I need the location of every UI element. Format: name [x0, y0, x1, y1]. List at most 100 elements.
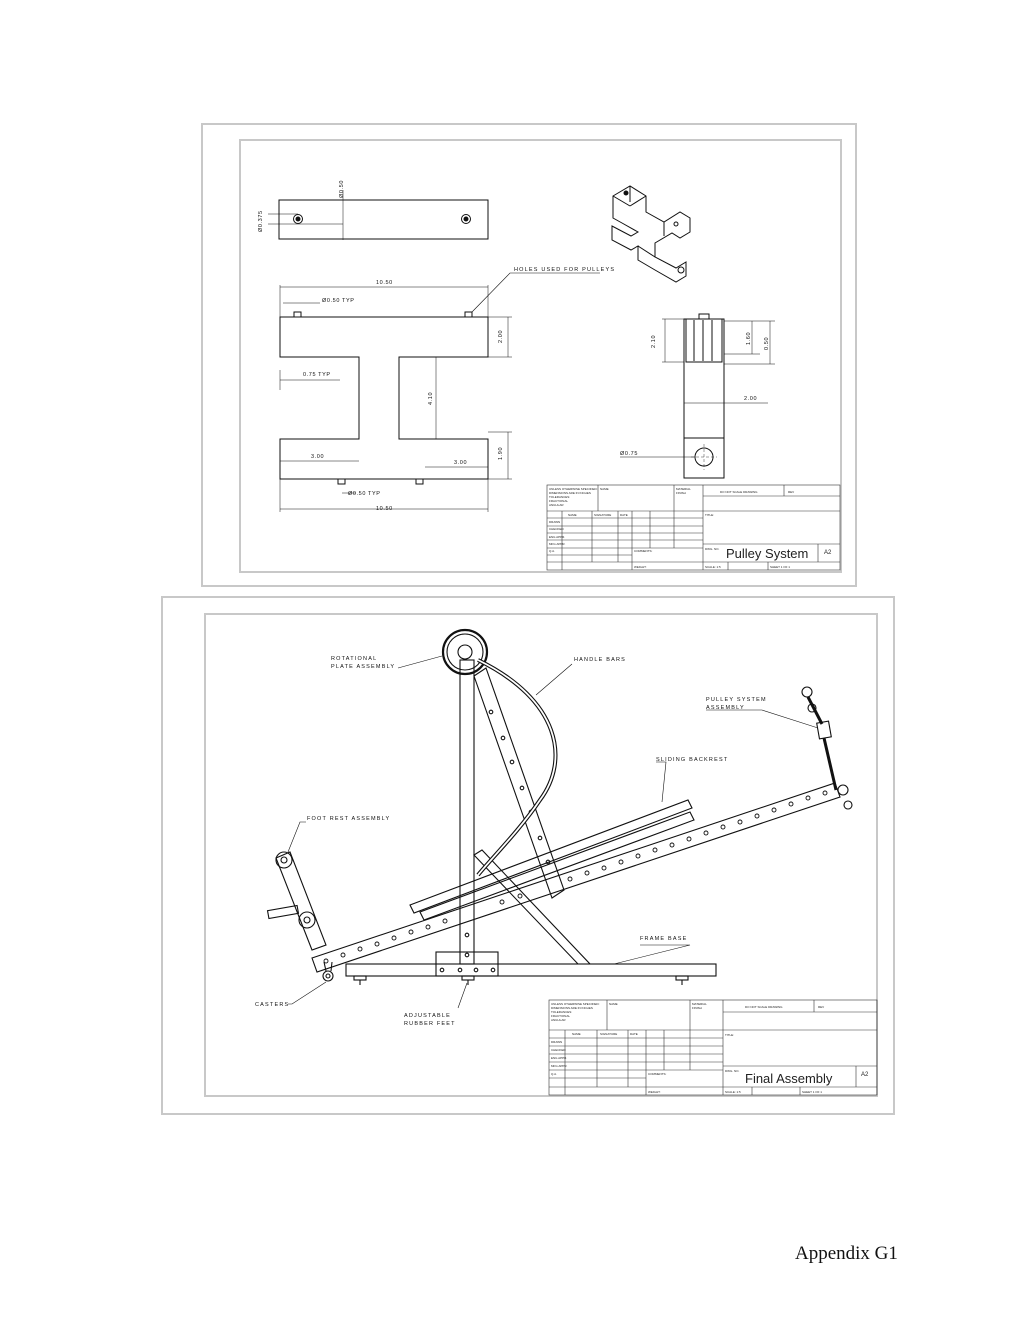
dim-label: 10.50: [376, 506, 393, 512]
tb-text: ENG APPR.: [551, 1056, 567, 1060]
tb-text: SIGNATURE: [600, 1032, 617, 1036]
drawing-title-pulley-system: Pulley System: [726, 546, 808, 561]
title-block-final-assembly: [548, 999, 878, 1096]
sheet-size: A2: [824, 550, 832, 556]
foot-rest-assembly: [275, 851, 327, 951]
dim-label: Ø0.50 TYP: [322, 298, 355, 304]
appendix-caption: Appendix G1: [795, 1243, 898, 1264]
tb-text: MATERIAL: [676, 487, 691, 491]
callout-pulley-system: ASSEMBLY: [706, 705, 745, 711]
rotational-plate: [441, 628, 489, 676]
callout-handle-bars: HANDLE BARS: [574, 657, 626, 663]
hole-left: [293, 214, 303, 224]
dim-label: 2.00: [744, 396, 757, 402]
pulley-tab-left: [293, 311, 302, 318]
tb-text: DRAWN: [551, 1040, 562, 1044]
pulley-assembly: [816, 720, 832, 740]
dim-label: 10.50: [376, 280, 393, 286]
callout-frame-base: FRAME BASE: [640, 936, 687, 942]
tb-text: UNLESS OTHERWISE SPECIFIED:: [549, 487, 598, 491]
tb-text: TOLERANCES:: [549, 495, 570, 499]
tb-text: WEIGHT:: [648, 1090, 661, 1094]
dim-label: 2.10: [651, 335, 657, 348]
tb-text: DWG. NO.: [705, 547, 719, 551]
pulley-tab-right: [464, 311, 473, 318]
tb-text: DATE: [620, 513, 628, 517]
gusset-plate: [435, 951, 499, 977]
tb-text: UNLESS OTHERWISE SPECIFIED:: [551, 1002, 600, 1006]
tb-text: ENG APPR.: [549, 535, 565, 539]
tb-text: REV: [818, 1005, 824, 1009]
dim-label: 2.00: [498, 330, 504, 343]
tb-text: REV: [788, 490, 794, 494]
frame-base: [345, 963, 717, 977]
callout-rotational-plate: ROTATIONAL: [331, 656, 377, 662]
callout-rotational-plate: PLATE ASSEMBLY: [331, 664, 395, 670]
dim-label: 1.60: [746, 332, 752, 345]
tb-text: SCALE: 1:5: [705, 565, 721, 569]
tb-text: SIGNATURE: [594, 513, 611, 517]
isometric-view: [611, 185, 691, 283]
tb-text: DWG. NO.: [725, 1069, 739, 1073]
dim-label: Ø0.375: [258, 210, 264, 232]
callout-rubber-feet: ADJUSTABLE: [404, 1013, 451, 1019]
title-block-pulley-system: [546, 484, 841, 571]
dim-label: 0.50: [764, 337, 770, 350]
tb-text: NAME: [609, 1002, 618, 1006]
tb-text: Q.A.: [551, 1072, 557, 1076]
tb-text: MATERIAL: [692, 1002, 707, 1006]
tb-text: DATE: [630, 1032, 638, 1036]
rubber-foot: [353, 975, 367, 981]
handle-bars: [476, 658, 558, 877]
dim-label: 3.00: [454, 460, 467, 466]
tb-text: SCALE: 1:5: [725, 1090, 741, 1094]
tb-text: COMMENTS:: [648, 1072, 666, 1076]
caster: [322, 970, 334, 982]
tb-text: FINISH: [692, 1006, 702, 1010]
tb-text: DIMENSIONS ARE IN INCHES: [551, 1006, 593, 1010]
inclined-beam: [311, 782, 841, 973]
tb-text: SHEET 1 OF 1: [802, 1090, 822, 1094]
callout-rubber-feet: RUBBER FEET: [404, 1021, 456, 1027]
tb-text: SHEET 1 OF 1: [770, 565, 790, 569]
dim-label: 0.75 TYP: [303, 372, 331, 378]
tb-text: FRACTIONAL: [549, 499, 568, 503]
tb-text: NAME: [568, 513, 577, 517]
callout-sliding-backrest: SLIDING BACKREST: [656, 757, 728, 763]
drawing-border-final-assembly: [204, 613, 878, 1097]
tb-text: ANGULAR: [549, 503, 564, 507]
tb-text: TITLE:: [705, 513, 714, 517]
tb-text: COMMENTS:: [634, 549, 652, 553]
tb-text: DO NOT SCALE DRAWING: [745, 1005, 783, 1009]
tb-text: FINISH: [676, 491, 686, 495]
drawing-sheet-final-assembly: [161, 596, 895, 1115]
tb-text: DO NOT SCALE DRAWING: [720, 490, 758, 494]
sliding-backrest: [409, 799, 693, 914]
tb-text: ANGULAR: [551, 1018, 566, 1022]
dim-label: Ø0.75: [620, 451, 638, 457]
tb-text: CHECKED: [549, 527, 565, 531]
tb-text: NAME: [600, 487, 609, 491]
tb-text: Q.A.: [549, 549, 555, 553]
sheet-size: A2: [861, 1072, 869, 1078]
tb-text: MFG APPR.: [551, 1064, 568, 1068]
holes-note: HOLES USED FOR PULLEYS: [514, 267, 615, 273]
tb-text: WEIGHT:: [634, 565, 647, 569]
vertical-upright: [459, 659, 475, 965]
callout-pulley-system: PULLEY SYSTEM: [706, 697, 767, 703]
dim-label: 1.90: [498, 447, 504, 460]
beam-holes: [323, 790, 828, 964]
lower-brace: [473, 849, 592, 965]
drawing-border-pulley-system: [239, 139, 842, 573]
dim-label: 4.10: [428, 392, 434, 405]
hole-right: [461, 214, 471, 224]
dim-label: 3.00: [311, 454, 324, 460]
rubber-foot: [675, 975, 689, 981]
dim-label: Ø0.50 TYP: [348, 491, 381, 497]
drawing-title-final-assembly: Final Assembly: [745, 1071, 833, 1086]
tb-text: DRAWN: [549, 520, 560, 524]
tb-text: TITLE:: [725, 1033, 734, 1037]
tb-text: CHECKED: [551, 1048, 567, 1052]
tb-text: FRACTIONAL: [551, 1014, 570, 1018]
